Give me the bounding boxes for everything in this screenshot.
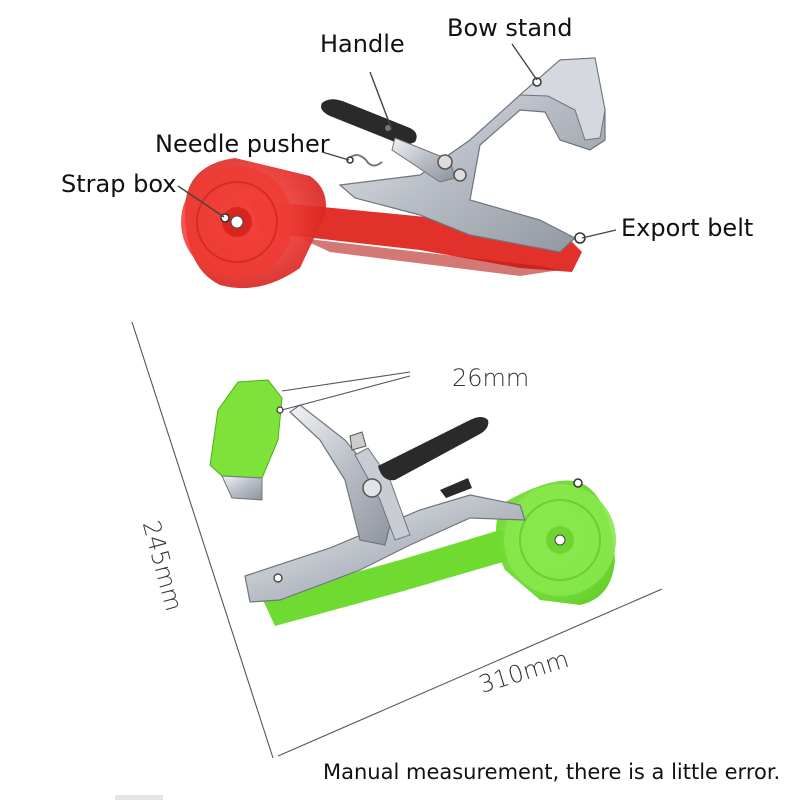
red-base-shadow [300,238,560,276]
callout-export-belt: Export belt [621,214,754,242]
callout-strap-box: Strap box [61,170,177,198]
height-dimension-line [131,321,274,759]
green-metal-body [244,494,526,603]
callout-lines-top [177,43,617,239]
length-dimension-line [277,588,663,757]
green-jaw [209,379,283,479]
measurement-note: Manual measurement, there is a little er… [323,760,781,784]
dimension-lines [131,321,663,759]
green-base [262,530,540,626]
green-handle-grip [378,417,489,481]
callout-handle: Handle [320,30,405,58]
green-tapetool [209,379,616,626]
dimension-width-label: 26mm [452,364,530,392]
strap-box-red [181,158,326,289]
red-base [250,200,582,272]
red-tapetool [181,57,606,289]
callout-needle-pusher: Needle pusher [155,130,330,158]
strap-box-green [496,478,616,605]
red-handle-grip [321,99,417,146]
callout-bow-stand: Bow stand [447,14,573,42]
